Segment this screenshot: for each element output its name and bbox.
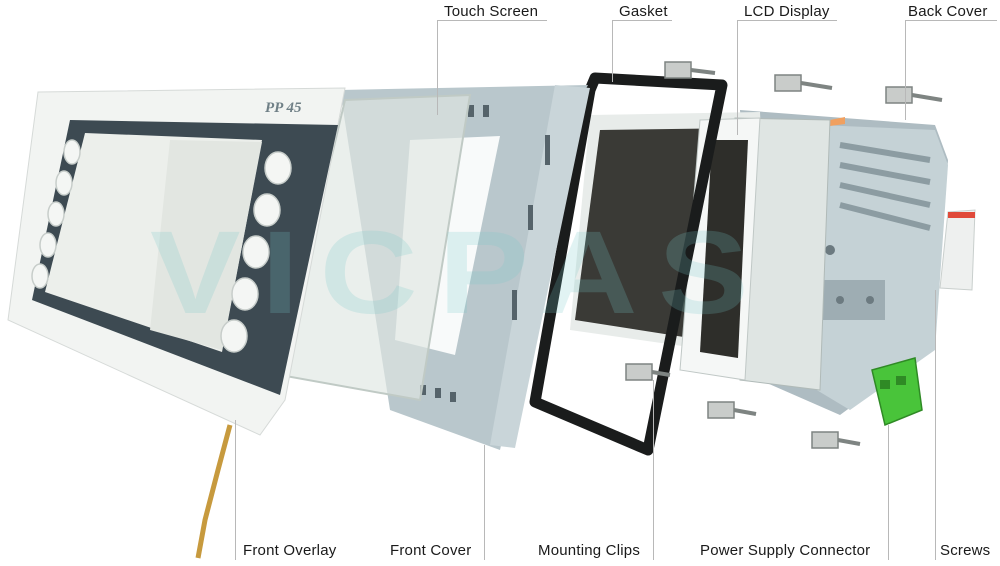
watermark-text: VICPAS xyxy=(150,207,770,339)
power-supply-connector-leader xyxy=(888,425,889,560)
mounting-clips-leader xyxy=(653,380,654,560)
overlay-model-text: PP 45 xyxy=(265,100,302,116)
lcd-display-part xyxy=(570,112,831,391)
front-cover-label: Front Cover xyxy=(390,542,472,559)
lcd-display-leader-top xyxy=(737,20,837,21)
front-overlay-part xyxy=(7,87,346,559)
gasket-leader xyxy=(612,20,613,82)
screws-part xyxy=(939,209,976,291)
power-supply-connector-label: Power Supply Connector xyxy=(700,542,871,559)
gasket-part xyxy=(529,72,728,456)
screws-label: Screws xyxy=(940,542,991,559)
touch-screen-label: Touch Screen xyxy=(444,3,539,20)
touch-screen-leader-top xyxy=(437,20,547,21)
lcd-display-leader xyxy=(737,20,738,135)
front-overlay-label: Front Overlay xyxy=(243,542,337,559)
screws-leader xyxy=(935,290,936,560)
gasket-leader-top xyxy=(612,20,672,21)
front-cover-leader xyxy=(484,445,485,560)
gasket-label: Gasket xyxy=(619,3,668,20)
mounting-clips-label: Mounting Clips xyxy=(538,542,641,559)
back-cover-leader-top xyxy=(905,20,997,21)
back-cover-leader xyxy=(905,20,906,120)
lcd-display-label: LCD Display xyxy=(744,3,830,20)
power-supply-connector-part xyxy=(871,357,923,427)
front-overlay-leader xyxy=(235,420,236,560)
back-cover-label: Back Cover xyxy=(908,3,988,20)
touch-screen-leader xyxy=(437,20,438,115)
